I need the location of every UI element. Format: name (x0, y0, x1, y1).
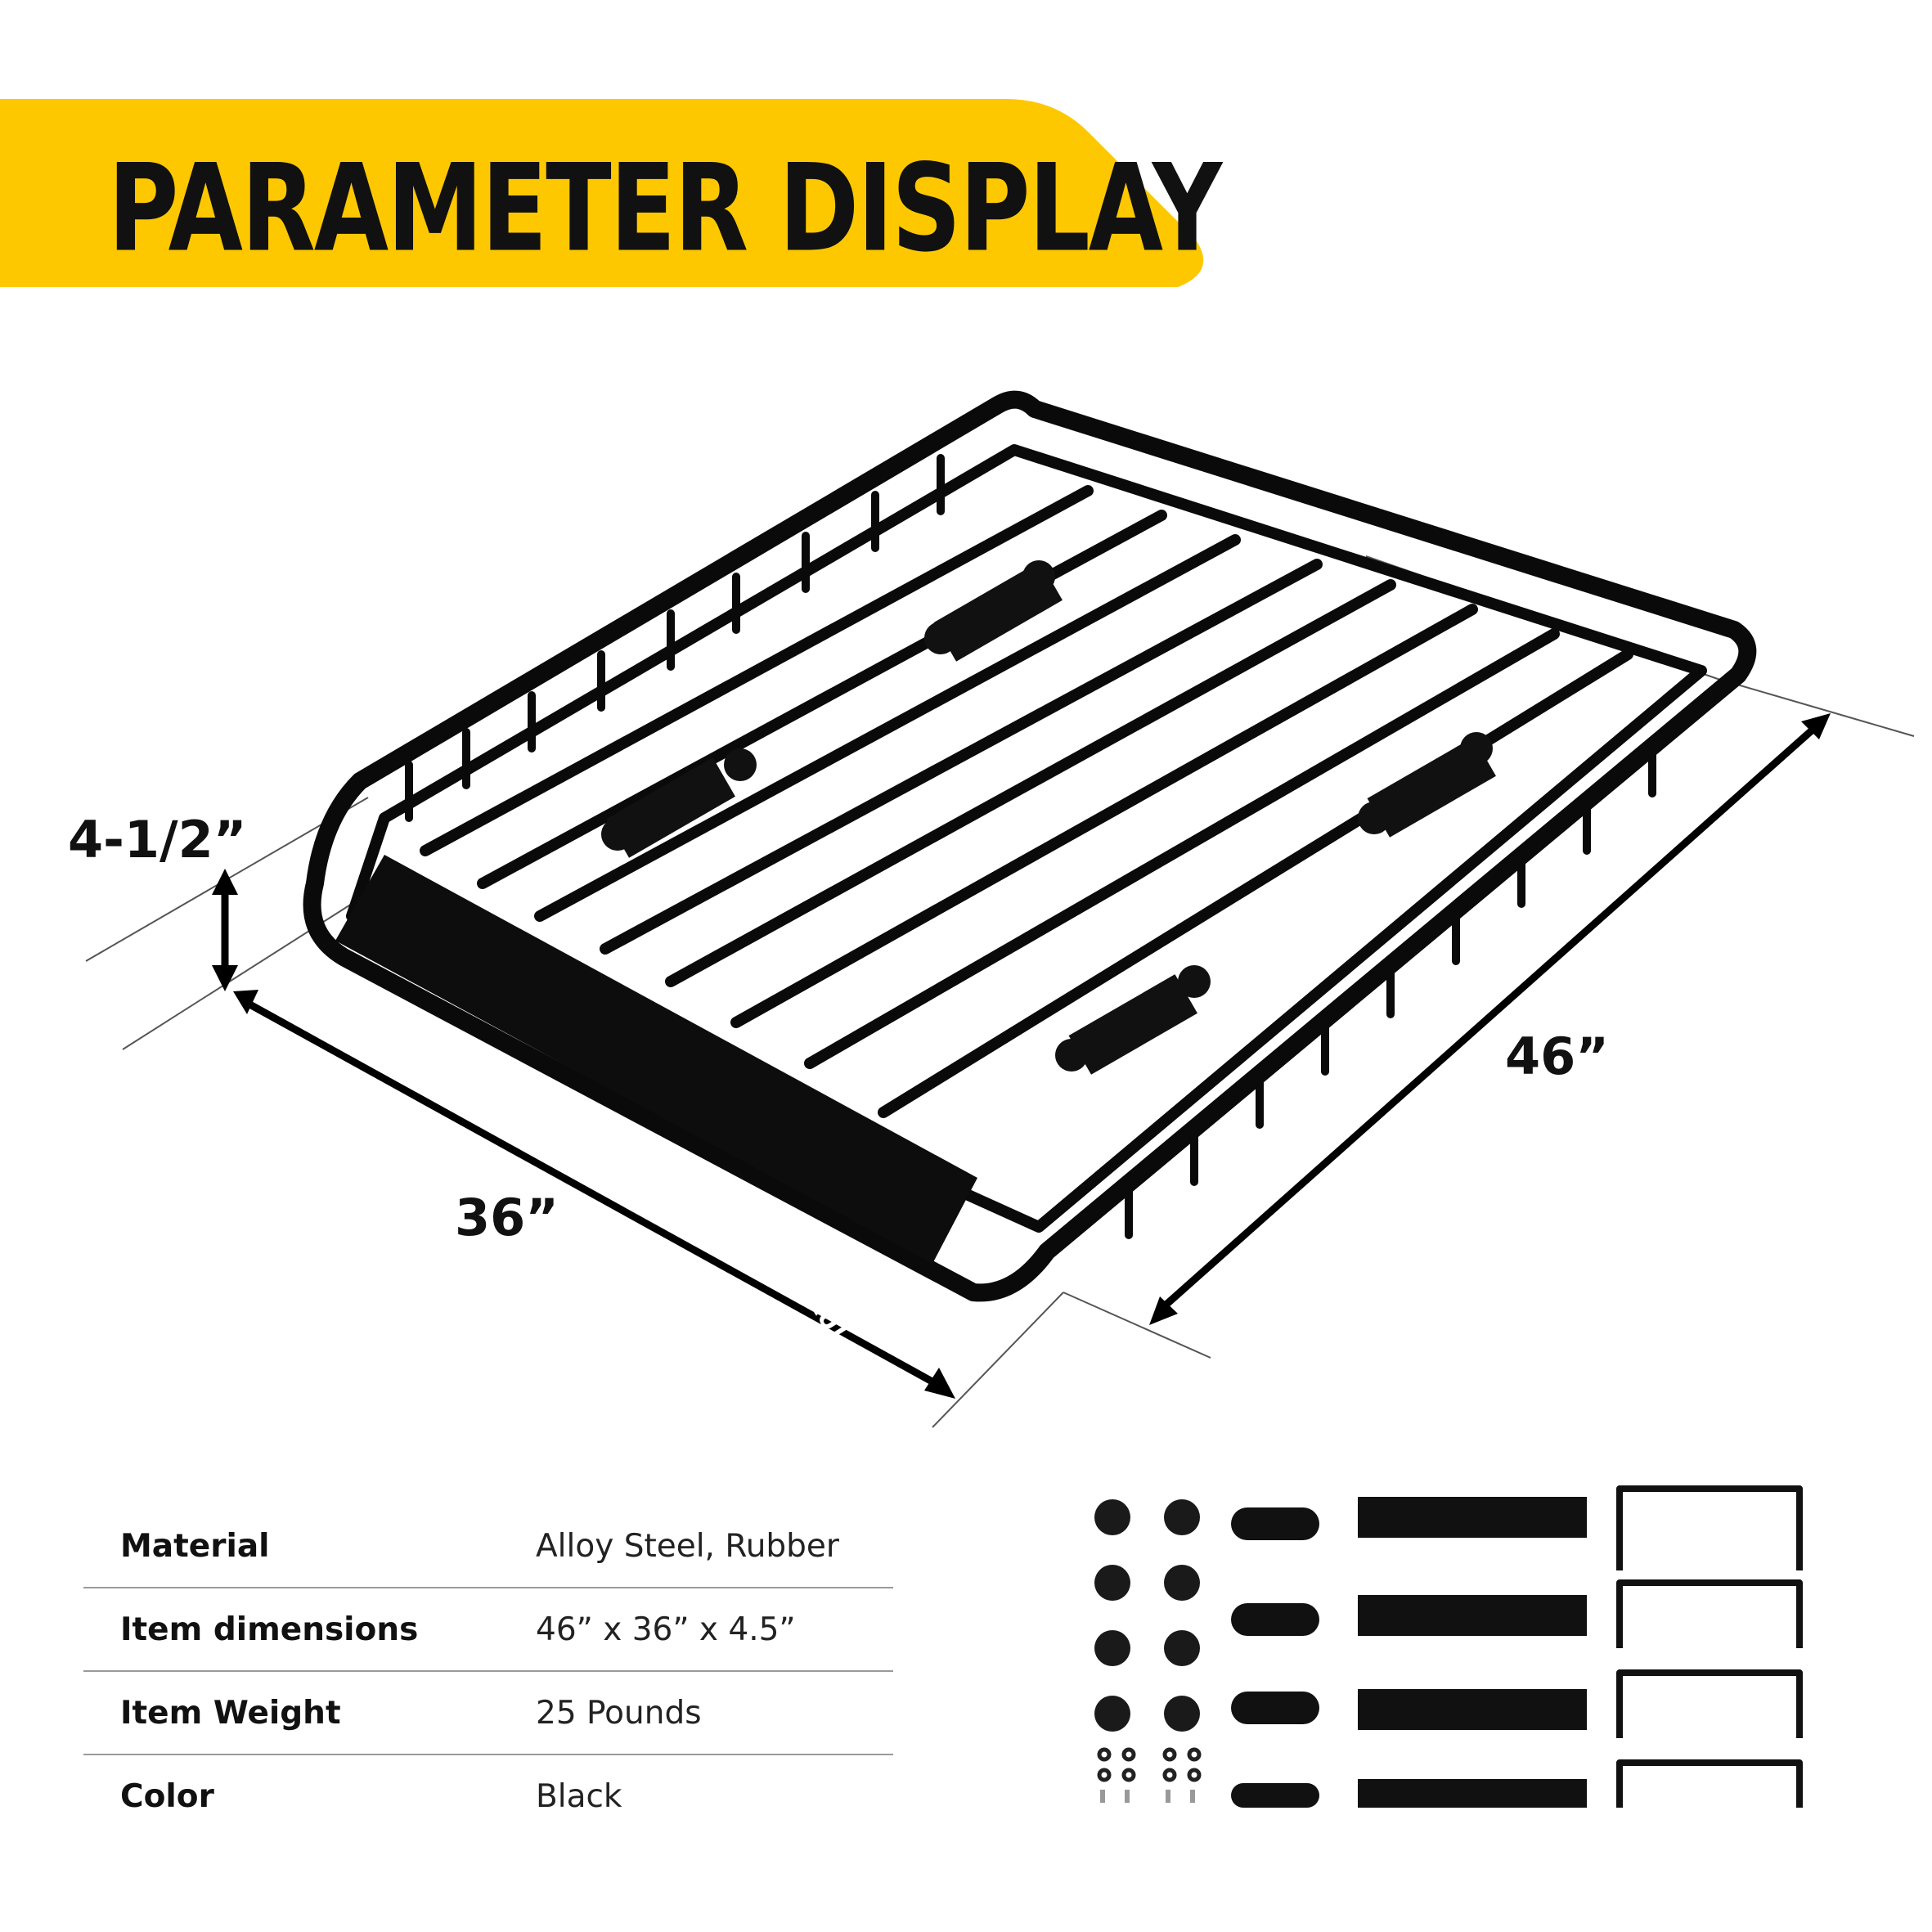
included-hardware (1094, 1485, 1803, 1808)
spec-row-color: Color Black (83, 1755, 893, 1837)
mounting-plate-icons (1358, 1497, 1587, 1808)
spec-value: 25 Pounds (536, 1695, 702, 1732)
mounting-brackets (601, 560, 1496, 1075)
wind-deflector (335, 855, 977, 1264)
page-title: PARAMETER DISPLAY (108, 137, 1222, 279)
spec-label: Item dimensions (120, 1611, 419, 1648)
u-bolt-icons (1616, 1485, 1803, 1808)
height-dimension-label: 4-1/2” (68, 810, 247, 869)
spec-row-weight: Item Weight 25 Pounds (83, 1672, 893, 1755)
spec-value: 46” x 36” x 4.5” (536, 1611, 796, 1648)
spec-row-dimensions: Item dimensions 46” x 36” x 4.5” (83, 1588, 893, 1672)
title-banner (0, 99, 1211, 287)
spec-row-material: Material Alloy Steel, Rubber (83, 1505, 893, 1588)
spec-value: Alloy Steel, Rubber (536, 1528, 839, 1565)
width-dimension-label: 36” (455, 1188, 559, 1247)
spec-label: Color (120, 1778, 214, 1815)
spec-label: Material (120, 1528, 270, 1565)
rubber-pad-icons (1231, 1507, 1319, 1808)
spec-label: Item Weight (120, 1695, 341, 1732)
spec-value: Black (536, 1778, 622, 1815)
spec-table: Material Alloy Steel, Rubber Item dimens… (83, 1505, 893, 1837)
length-dimension-label: 46” (1505, 1027, 1610, 1086)
knob-icons (1094, 1499, 1200, 1732)
